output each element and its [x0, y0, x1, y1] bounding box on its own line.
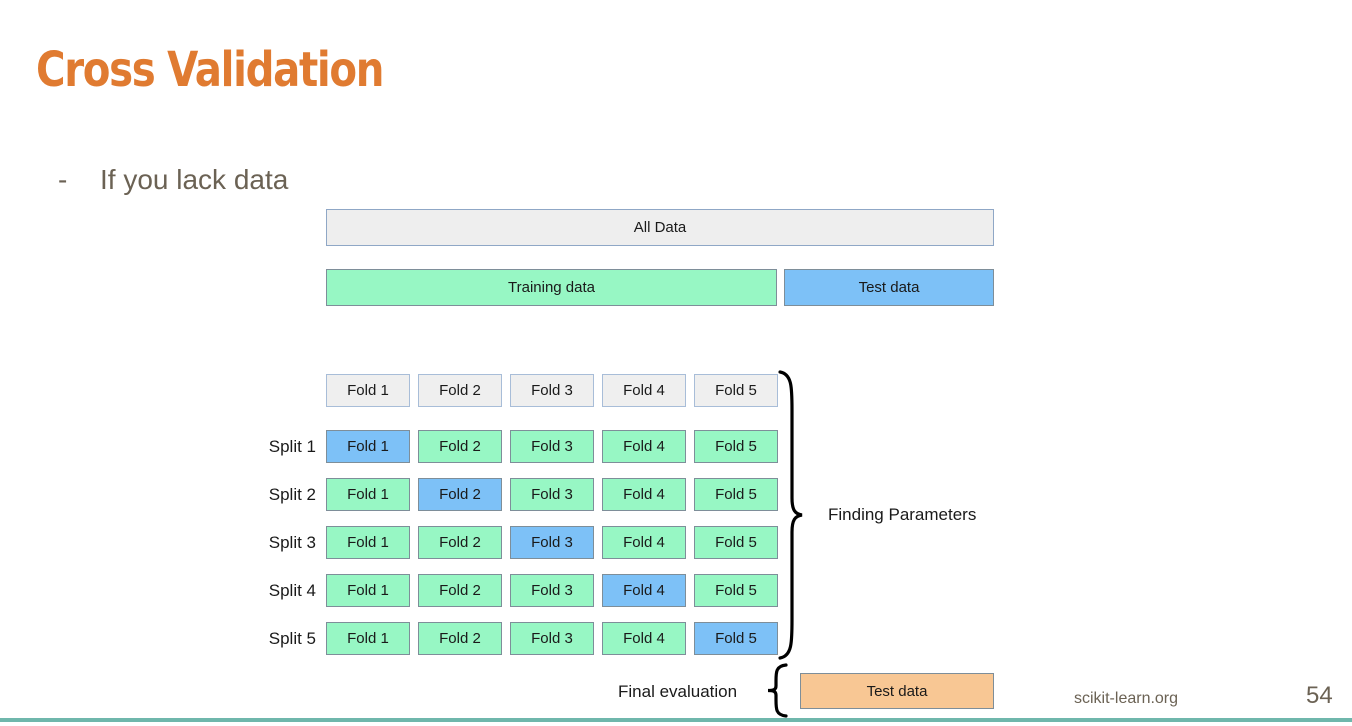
fold-cell-training: Fold 4 [602, 526, 686, 559]
fold-cell-training: Fold 5 [694, 478, 778, 511]
fold-cell-training: Fold 4 [602, 430, 686, 463]
fold-cell-training: Fold 3 [510, 430, 594, 463]
bullet-dash: - [58, 164, 68, 195]
fold-cell-training: Fold 2 [418, 430, 502, 463]
fold-cell-training: Fold 3 [510, 622, 594, 655]
fold-cell-training: Fold 4 [602, 622, 686, 655]
fold-cell-training: Fold 1 [326, 478, 410, 511]
fold-header-cell: Fold 5 [694, 374, 778, 407]
fold-cell-training: Fold 2 [418, 574, 502, 607]
fold-cell-training: Fold 4 [602, 478, 686, 511]
bullet-item: - If you lack data [58, 164, 288, 196]
final-evaluation-label: Final evaluation [618, 682, 738, 701]
fold-cell-training: Fold 1 [326, 622, 410, 655]
bullet-label: If you lack data [100, 164, 289, 195]
split-label-wrapper: Split 5 [240, 622, 316, 655]
fold-cell-training: Fold 1 [326, 574, 410, 607]
fold-cell-validation: Fold 5 [694, 622, 778, 655]
split-label-wrapper: Split 4 [240, 574, 316, 607]
split-label: Split 3 [268, 533, 316, 552]
split-label: Split 2 [268, 485, 316, 504]
split-label-wrapper: Split 3 [240, 526, 316, 559]
fold-cell-training: Fold 3 [510, 574, 594, 607]
split-label: Split 5 [268, 629, 316, 648]
bottom-rule [0, 718, 1352, 722]
fold-cell-training: Fold 1 [326, 526, 410, 559]
fold-cell-validation: Fold 3 [510, 526, 594, 559]
page-number: 54 [1306, 682, 1333, 709]
split-label: Split 4 [268, 581, 316, 600]
fold-header-cell: Fold 1 [326, 374, 410, 407]
final-evaluation-brace-icon [767, 663, 788, 718]
fold-cell-training: Fold 5 [694, 574, 778, 607]
fold-cell-training: Fold 3 [510, 478, 594, 511]
fold-cell-validation: Fold 4 [602, 574, 686, 607]
split-label-wrapper: Split 2 [240, 478, 316, 511]
finding-parameters-brace-icon [778, 370, 803, 660]
fold-cell-training: Fold 2 [418, 622, 502, 655]
fold-header-cell: Fold 3 [510, 374, 594, 407]
fold-cell-training: Fold 5 [694, 430, 778, 463]
page-title: Cross Validation [36, 42, 384, 98]
training-data-bar: Training data [326, 269, 777, 306]
fold-cell-training: Fold 5 [694, 526, 778, 559]
test-data-bar: Test data [784, 269, 994, 306]
final-test-data-bar: Test data [800, 673, 994, 709]
all-data-bar: All Data [326, 209, 994, 246]
fold-header-cell: Fold 4 [602, 374, 686, 407]
fold-cell-training: Fold 2 [418, 526, 502, 559]
split-label: Split 1 [268, 437, 316, 456]
split-label-wrapper: Split 1 [240, 430, 316, 463]
fold-cell-validation: Fold 1 [326, 430, 410, 463]
footer-source-label: scikit-learn.org [1074, 690, 1179, 707]
fold-cell-validation: Fold 2 [418, 478, 502, 511]
fold-header-cell: Fold 2 [418, 374, 502, 407]
finding-parameters-label: Finding Parameters [828, 505, 977, 524]
